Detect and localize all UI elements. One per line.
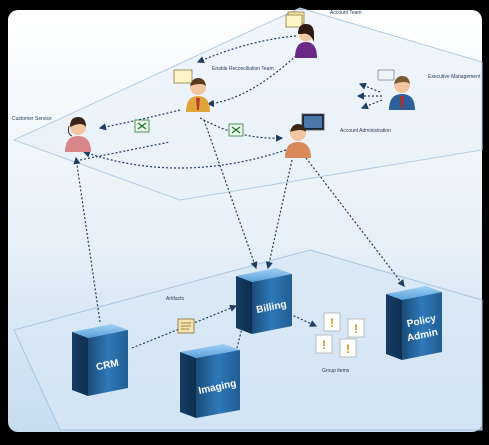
- customer-service-person-icon: [65, 117, 91, 152]
- connector-admin-to-customer: [82, 149, 287, 169]
- connector-exec-3: [360, 99, 383, 110]
- connector-reconciliation-to-admin: [199, 117, 284, 142]
- account-team-person-icon: [285, 11, 317, 58]
- alert-document-icon: !: [347, 318, 365, 338]
- svg-text:!: !: [354, 322, 358, 336]
- svg-text:!: !: [330, 316, 334, 330]
- artifacts-label: Artifacts: [166, 296, 185, 302]
- reconciliation-team-person-icon: [173, 69, 210, 112]
- systems-plane: [13, 249, 483, 431]
- alert-document-icon: !: [339, 338, 357, 358]
- connector-customer-back: [79, 141, 171, 161]
- spreadsheet-icon: [228, 123, 244, 137]
- connectors: [73, 35, 405, 353]
- connector-admin-to-policy: [305, 157, 405, 287]
- connector-account-team-to-reconciliation-2: [206, 49, 303, 108]
- svg-text:!: !: [322, 338, 326, 352]
- connector-admin-to-billing: [265, 159, 293, 270]
- connector-billing-to-items: [289, 313, 318, 327]
- crm-server-label: CRM: [95, 358, 120, 373]
- connector-imaging-to-billing: [235, 311, 247, 353]
- alert-document-icon: !: [315, 334, 333, 354]
- connector-reconciliation-to-customer: [98, 109, 181, 131]
- group-items: ! ! ! !: [315, 312, 365, 358]
- spreadsheet-icon: [134, 119, 150, 133]
- document-icon: [177, 318, 195, 334]
- crm-server-icon: CRM: [72, 324, 128, 396]
- account-admin-person-icon: [285, 113, 325, 158]
- billing-server-icon: Billing: [236, 268, 292, 334]
- policy-admin-server-icon: Policy Admin: [386, 286, 442, 360]
- customer-service-label: Customer Service: [12, 116, 52, 122]
- alert-document-icon: !: [323, 312, 341, 332]
- account-team-label: Account Team: [330, 10, 362, 16]
- people-plane: [12, 7, 483, 201]
- executive-management-label: Executive Management: [428, 74, 481, 80]
- connector-account-team-to-reconciliation: [196, 35, 297, 63]
- executive-person-icon: [377, 69, 415, 110]
- imaging-server-icon: Imaging: [180, 344, 240, 418]
- connector-exec-1: [358, 82, 381, 93]
- group-items-label: Group items: [322, 368, 350, 374]
- svg-text:!: !: [346, 342, 350, 356]
- account-administration-label: Account Administration: [340, 128, 391, 134]
- reconciliation-team-label: Enable Reconciliation Team: [212, 66, 274, 72]
